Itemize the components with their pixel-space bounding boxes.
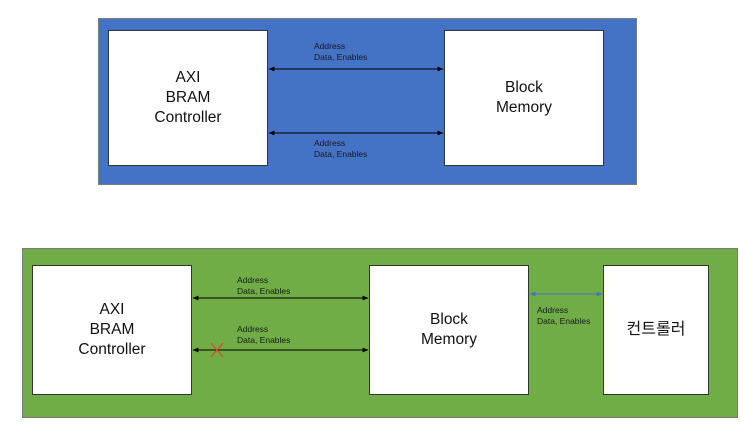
data-enables-text: Data, Enables: [237, 285, 291, 296]
data-enables-text: Data, Enables: [537, 315, 591, 326]
top-port-b-label: Address Data, Enables: [314, 138, 367, 159]
bottom-port-b-label: Address Data, Enables: [237, 324, 290, 345]
top-block-memory-block: Block Memory: [444, 30, 604, 166]
address-text: Address: [237, 324, 269, 334]
address-text: Address: [314, 138, 346, 148]
block-label-line: Memory: [421, 331, 477, 348]
block-label-line: AXI: [99, 301, 125, 318]
data-enables-text: Data, Enables: [314, 148, 368, 159]
top-axi-bram-controller-block: AXI BRAM Controller: [108, 30, 268, 166]
block-label-line: AXI: [175, 69, 201, 86]
bottom-block-memory-block: Block Memory: [369, 265, 529, 395]
address-text: Address: [237, 275, 269, 285]
block-label-line: Controller: [154, 109, 222, 126]
data-enables-text: Data, Enables: [237, 334, 291, 345]
bottom-axi-bram-controller-block: AXI BRAM Controller: [32, 265, 192, 395]
block-label-line: BRAM: [165, 89, 211, 106]
address-text: Address: [537, 305, 569, 315]
block-label-line: Block: [505, 79, 543, 96]
block-label-line: BRAM: [89, 321, 135, 338]
block-label-line: Controller: [78, 341, 146, 358]
address-text: Address: [314, 41, 346, 51]
top-port-a-label: Address Data, Enables: [314, 41, 367, 62]
data-enables-text: Data, Enables: [314, 51, 368, 62]
external-controller-block: 컨트롤러: [603, 265, 709, 395]
bottom-port-a-label: Address Data, Enables: [237, 275, 290, 296]
disabled-port-x-mark: [210, 342, 224, 358]
controller-link-label: Address Data, Enables: [537, 305, 590, 326]
block-label-line: Block: [430, 311, 468, 328]
block-label-line: 컨트롤러: [626, 321, 686, 338]
block-label-line: Memory: [496, 99, 552, 116]
